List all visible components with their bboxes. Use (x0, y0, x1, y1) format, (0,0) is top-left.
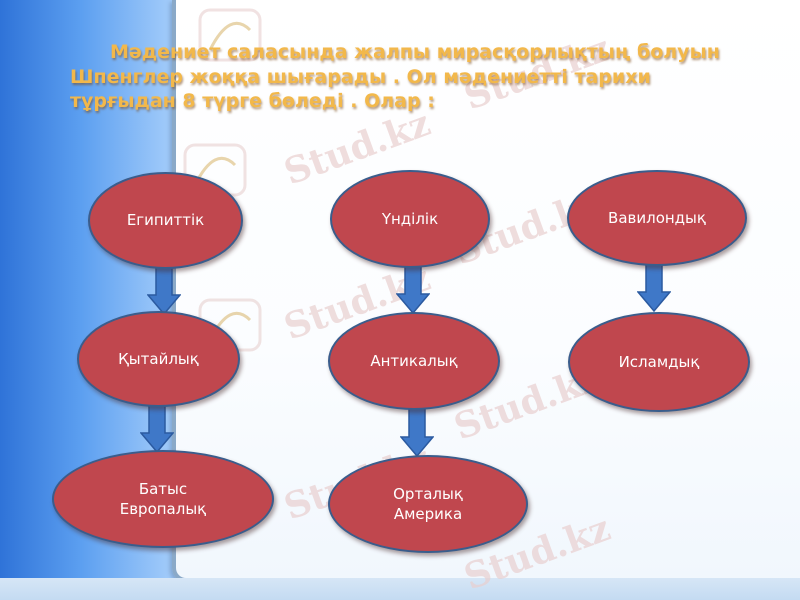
node-antique: Антикалық (328, 312, 500, 410)
node-label: Египиттік (126, 211, 205, 230)
node-label: Батыс Европалық (119, 479, 207, 518)
node-egyptian: Египиттік (88, 172, 243, 269)
node-label: Қытайлық (118, 349, 199, 368)
node-islamic: Исламдық (568, 312, 750, 412)
node-label: Исламдық (618, 352, 700, 371)
node-label: Вавилондық (608, 208, 706, 227)
node-label: Үнділік (381, 209, 439, 228)
down-arrow-icon (400, 405, 434, 457)
node-indian: Үнділік (330, 170, 490, 268)
node-babylonian: Вавилондық (567, 170, 747, 266)
down-arrow-icon (140, 403, 174, 453)
node-label: Антикалық (370, 351, 458, 370)
bottom-strip (0, 578, 800, 600)
down-arrow-icon (637, 264, 671, 312)
node-label: Орталық Америка (393, 484, 463, 523)
node-central-american: Орталық Америка (328, 455, 528, 553)
node-chinese: Қытайлық (77, 311, 240, 407)
down-arrow-icon (396, 264, 430, 314)
node-western-european: Батыс Европалық (52, 450, 274, 548)
down-arrow-icon (147, 265, 181, 315)
slide-title: Мәдениет саласында жалпы мирасқорлықтың … (70, 41, 720, 113)
